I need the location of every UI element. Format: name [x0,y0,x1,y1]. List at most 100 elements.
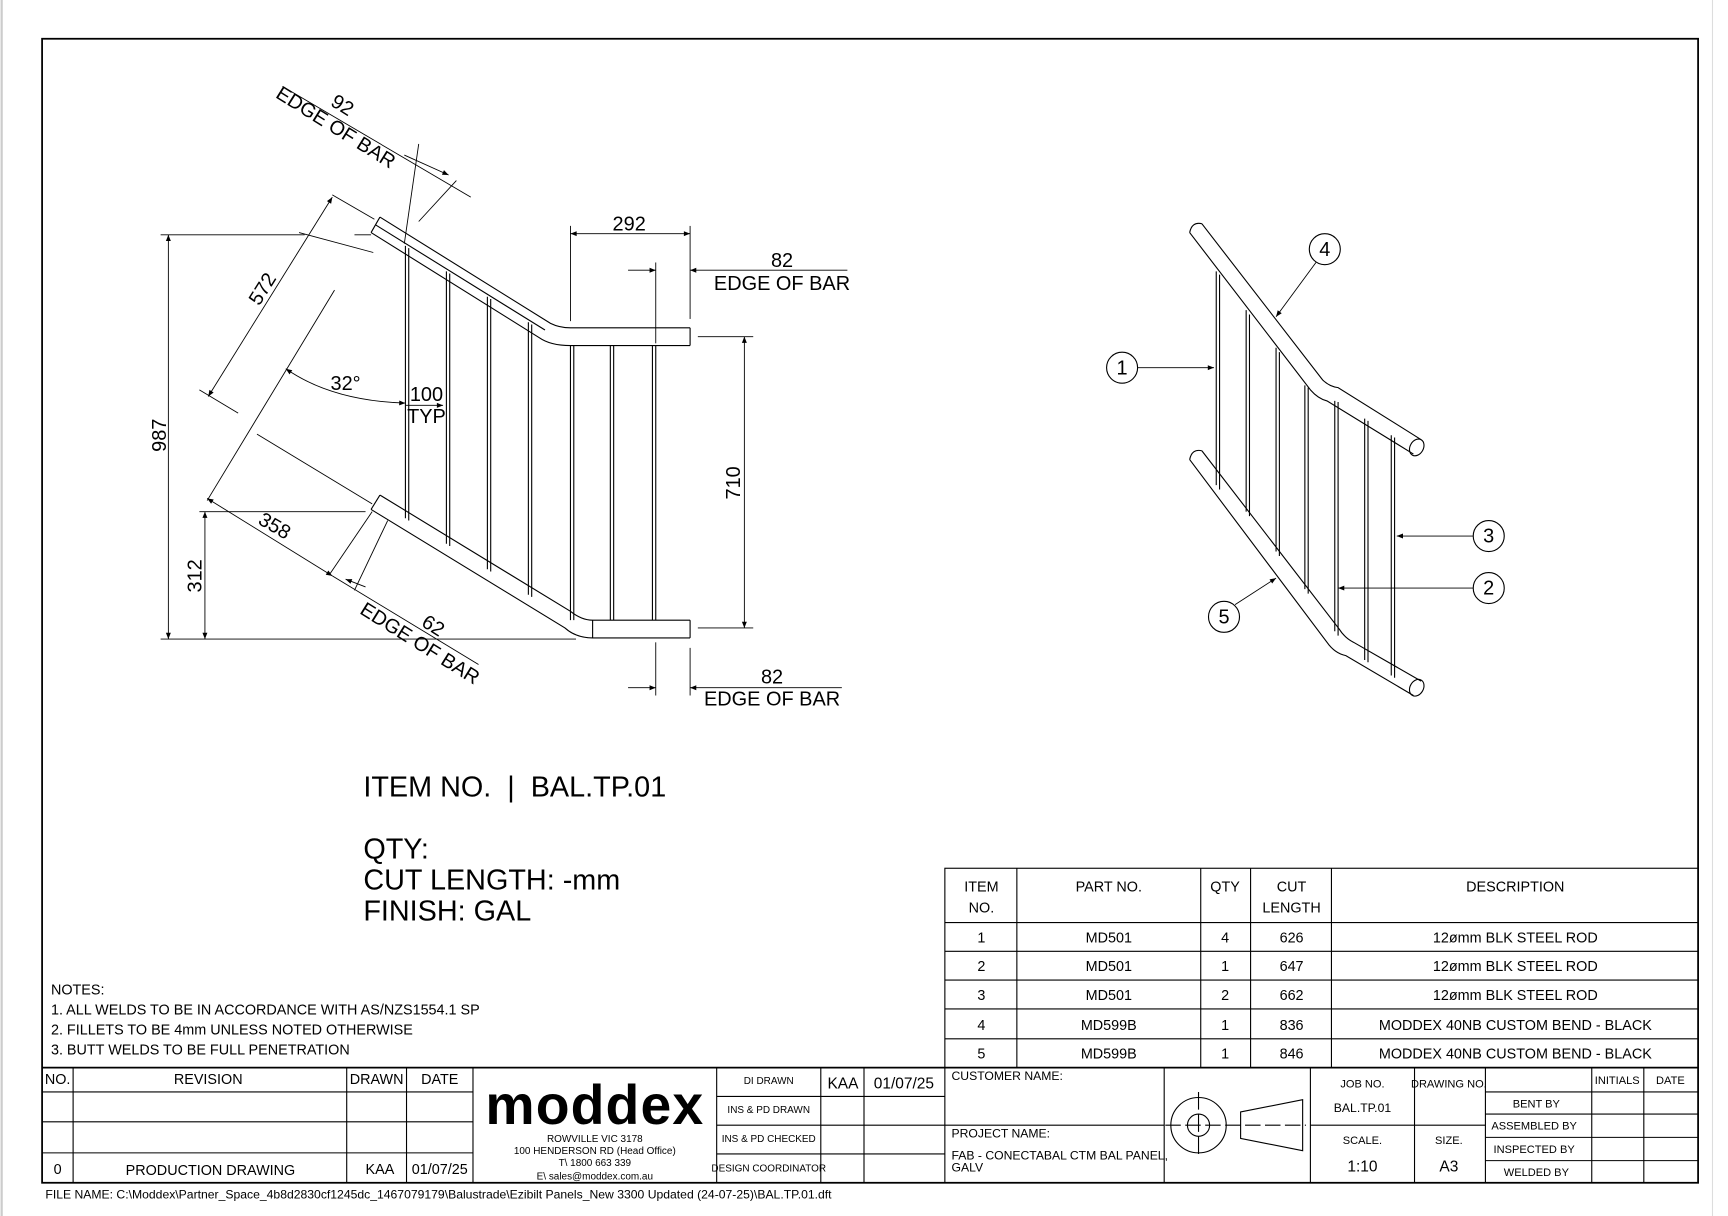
svg-text:MD599B: MD599B [1081,1018,1137,1034]
rev-header-no: NO. [45,1072,71,1088]
initials-header: INITIALS [1595,1075,1640,1087]
svg-text:KAA: KAA [366,1162,395,1178]
dimension-labels: 92 EDGE OF BAR 292 82 EDGE OF BAR 572 32… [149,82,850,710]
svg-text:T\ 1800 663 339: T\ 1800 663 339 [559,1158,632,1169]
svg-text:QTY: QTY [1210,880,1240,896]
dim-typ: TYP [407,406,446,428]
drawing-no-label: DRAWING NO. [1411,1079,1487,1091]
balloon-2: 2 [1472,572,1505,605]
dim-angle: 32° [331,373,361,395]
front-view: 92 EDGE OF BAR 292 82 EDGE OF BAR 572 32… [149,82,850,710]
svg-text:3: 3 [977,988,985,1004]
project-name-line-2: GALV [952,1161,984,1175]
svg-text:NO.: NO. [969,901,995,917]
dim-710: 710 [723,466,745,499]
dimension-lines [160,86,848,696]
svg-text:MODDEX 40NB CUSTOM BEND - BLAC: MODDEX 40NB CUSTOM BEND - BLACK [1379,1018,1652,1034]
note-1: 1. ALL WELDS TO BE IN ACCORDANCE WITH AS… [51,1002,480,1018]
isometric-view: 1 2 3 4 5 [1106,222,1505,697]
svg-text:12ømm BLK STEEL ROD: 12ømm BLK STEEL ROD [1433,930,1598,946]
dim-987: 987 [149,419,171,452]
job-no: BAL.TP.01 [1334,1101,1392,1115]
svg-text:MD501: MD501 [1086,930,1132,946]
finish-label: FINISH: GAL [363,895,531,927]
svg-text:5: 5 [977,1047,985,1063]
svg-text:2: 2 [977,959,985,975]
rev-header-drawn: DRAWN [350,1072,404,1088]
parts-table: ITEM NO. PART NO. QTY CUT LENGTH DESCRIP… [944,867,1699,1069]
ins-pd-checked-label: INS & PD CHECKED [722,1134,816,1145]
dim-312: 312 [185,559,207,592]
svg-text:5: 5 [1218,607,1229,629]
svg-text:626: 626 [1280,930,1304,946]
di-drawn-by: KAA [827,1076,859,1093]
design-coordinator-label: DESIGN COORDINATOR [711,1164,826,1175]
file-name: FILE NAME: C:\Moddex\Partner_Space_4b8d2… [45,1187,832,1201]
qty-label: QTY: [363,833,429,865]
moddex-logo: moddex [485,1074,704,1136]
iso-top-rail [1189,222,1425,457]
dim-82-bottom: 82 [761,666,783,688]
di-drawn-date: 01/07/25 [874,1076,934,1093]
size-label: SIZE. [1435,1135,1463,1147]
svg-text:4: 4 [1319,239,1330,261]
title-block: NO. REVISION DRAWN DATE 0 PRODUCTION DRA… [42,1066,1699,1183]
iso-balusters [1215,271,1396,678]
balloon-leaders [1137,262,1474,606]
svg-text:4: 4 [977,1018,985,1034]
svg-text:1: 1 [977,930,985,946]
svg-text:DESCRIPTION: DESCRIPTION [1466,880,1564,896]
svg-text:0: 0 [54,1162,62,1178]
bent-by-label: BENT BY [1513,1098,1561,1110]
balloon-4: 4 [1308,233,1341,266]
top-rail [370,216,691,347]
svg-text:1: 1 [1117,357,1128,379]
svg-text:moddex: moddex [485,1074,704,1136]
svg-text:100 HENDERSON RD (Head Office): 100 HENDERSON RD (Head Office) [514,1146,676,1157]
bottom-rail [370,494,691,639]
inspection-table [1485,1067,1699,1183]
notes: NOTES: 1. ALL WELDS TO BE IN ACCORDANCE … [51,983,480,1059]
scale-label: SCALE. [1343,1135,1382,1147]
svg-text:4: 4 [1221,930,1229,946]
svg-text:3: 3 [1483,526,1494,548]
svg-text:PART NO.: PART NO. [1076,880,1142,896]
svg-text:MD501: MD501 [1086,988,1132,1004]
svg-text:LENGTH: LENGTH [1262,901,1320,917]
customer-name-label: CUSTOMER NAME: [952,1069,1063,1083]
svg-text:E\ sales@moddex.com.au: E\ sales@moddex.com.au [537,1171,653,1182]
svg-text:MODDEX 40NB CUSTOM BEND - BLAC: MODDEX 40NB CUSTOM BEND - BLACK [1379,1047,1652,1063]
date-header: DATE [1656,1075,1685,1087]
iso-bottom-rail [1189,449,1425,697]
svg-text:MD501: MD501 [1086,959,1132,975]
balloon-5: 5 [1207,600,1241,633]
dim-100: 100 [410,384,443,406]
assembled-by-label: ASSEMBLED BY [1491,1121,1577,1133]
sheet-border [41,37,1699,1184]
svg-text:ITEM: ITEM [964,880,998,896]
svg-text:1: 1 [1221,1018,1229,1034]
item-number: ITEM NO. | BAL.TP.01 [363,771,666,803]
notes-title: NOTES: [51,983,105,999]
dim-82-top: 82 [771,250,793,272]
third-angle-projection-icon [1165,1091,1306,1159]
di-drawn-label: DI DRAWN [744,1076,794,1087]
welded-by-label: WELDED BY [1504,1167,1570,1179]
company-address: ROWVILLE VIC 3178 100 HENDERSON RD (Head… [514,1134,676,1183]
rev-header-date: DATE [421,1072,458,1088]
svg-text:12ømm BLK STEEL ROD: 12ømm BLK STEEL ROD [1433,988,1598,1004]
svg-text:662: 662 [1280,988,1304,1004]
svg-text:836: 836 [1280,1018,1304,1034]
parts-table-header: ITEM NO. PART NO. QTY CUT LENGTH DESCRIP… [964,880,1564,917]
svg-text:647: 647 [1280,959,1304,975]
balusters [404,245,657,621]
ins-pd-drawn-label: INS & PD DRAWN [727,1105,810,1116]
svg-text:01/07/25: 01/07/25 [412,1162,468,1178]
dim-572: 572 [245,269,281,309]
svg-text:1: 1 [1221,1047,1229,1063]
svg-text:846: 846 [1280,1047,1304,1063]
inspected-by-label: INSPECTED BY [1494,1144,1576,1156]
project-name-label: PROJECT NAME: [952,1126,1051,1140]
